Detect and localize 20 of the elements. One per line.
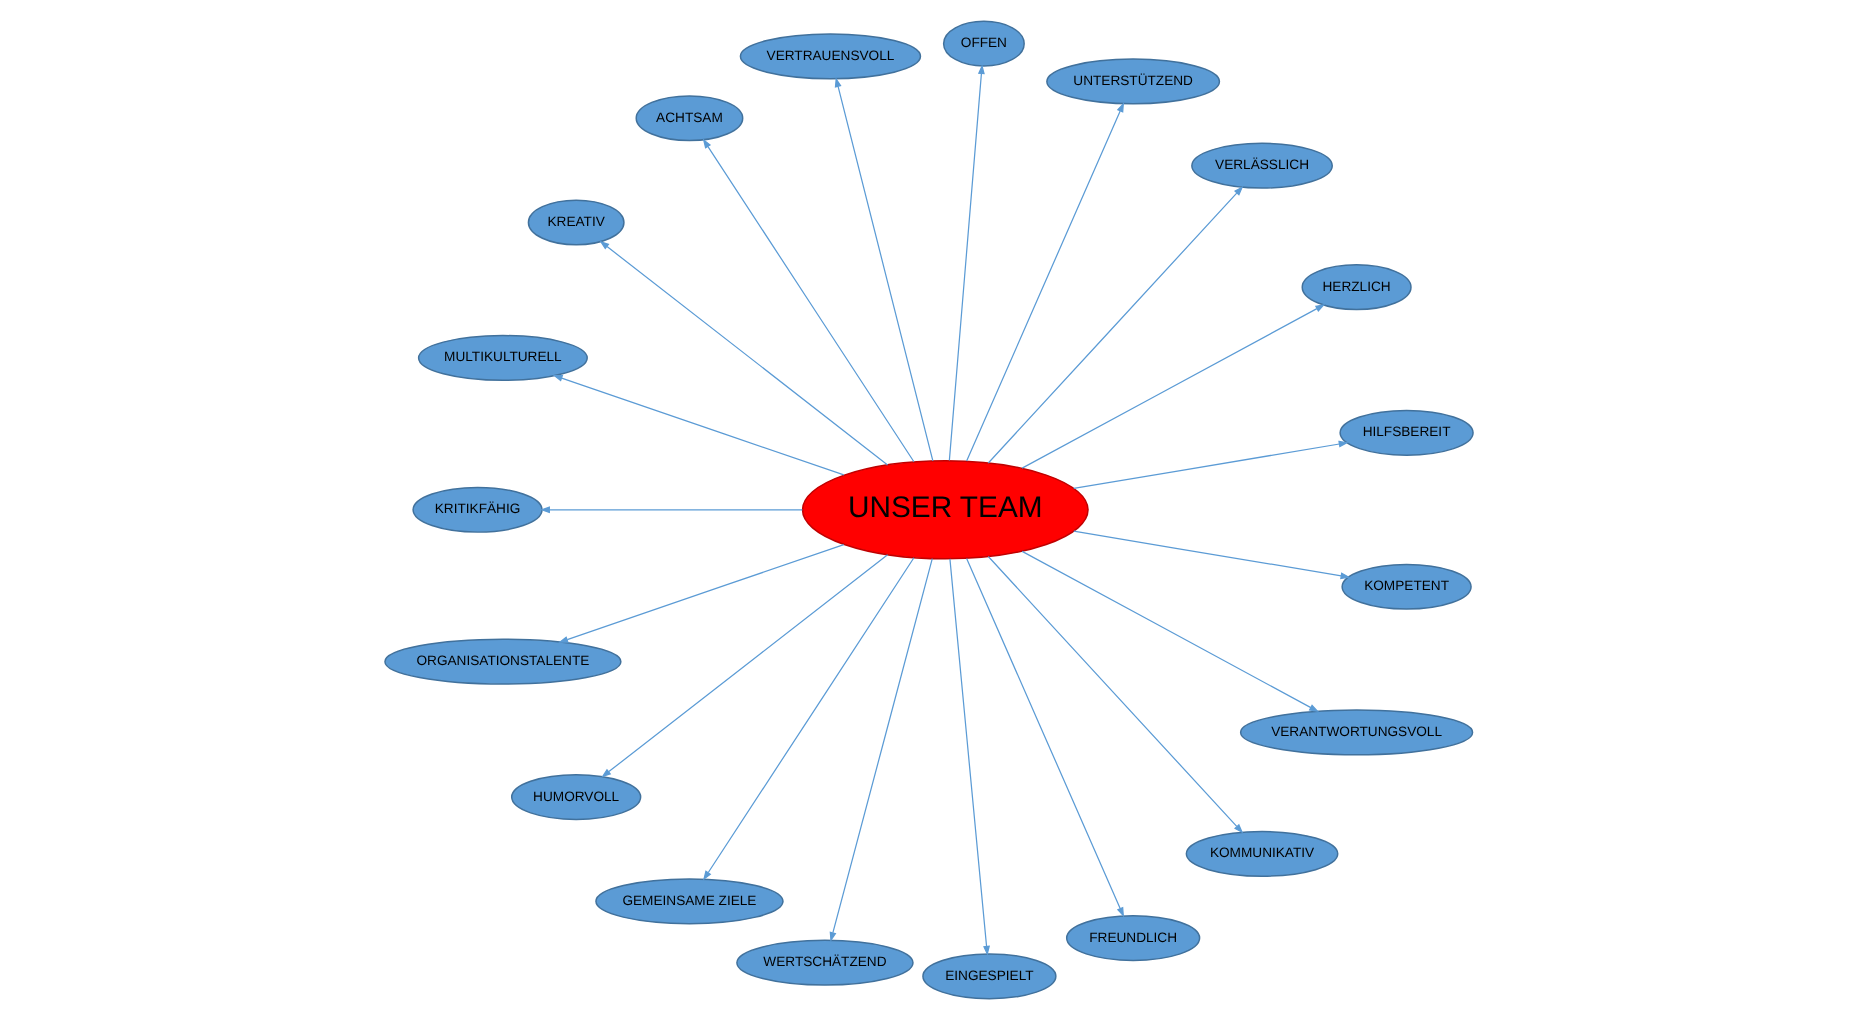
- arrow: [965, 557, 1124, 918]
- arrow: [986, 186, 1243, 464]
- arrow: [1072, 530, 1350, 580]
- arrow: [965, 102, 1124, 462]
- arrow: [701, 138, 914, 463]
- arrow: [986, 555, 1243, 834]
- arrow: [828, 558, 932, 942]
- arrow: [702, 557, 914, 881]
- arrow: [1072, 440, 1348, 489]
- arrow: [598, 240, 888, 466]
- arrow: [1020, 304, 1325, 469]
- arrow: [833, 77, 933, 462]
- arrow: [539, 506, 802, 514]
- arrow: [551, 374, 844, 476]
- arrow: [947, 64, 984, 461]
- arrow: [1020, 550, 1319, 713]
- node-ellipse: UNSER TEAM: [800, 460, 1088, 560]
- arrow: [600, 554, 888, 778]
- arrow: [557, 544, 844, 643]
- arrow: [948, 558, 989, 956]
